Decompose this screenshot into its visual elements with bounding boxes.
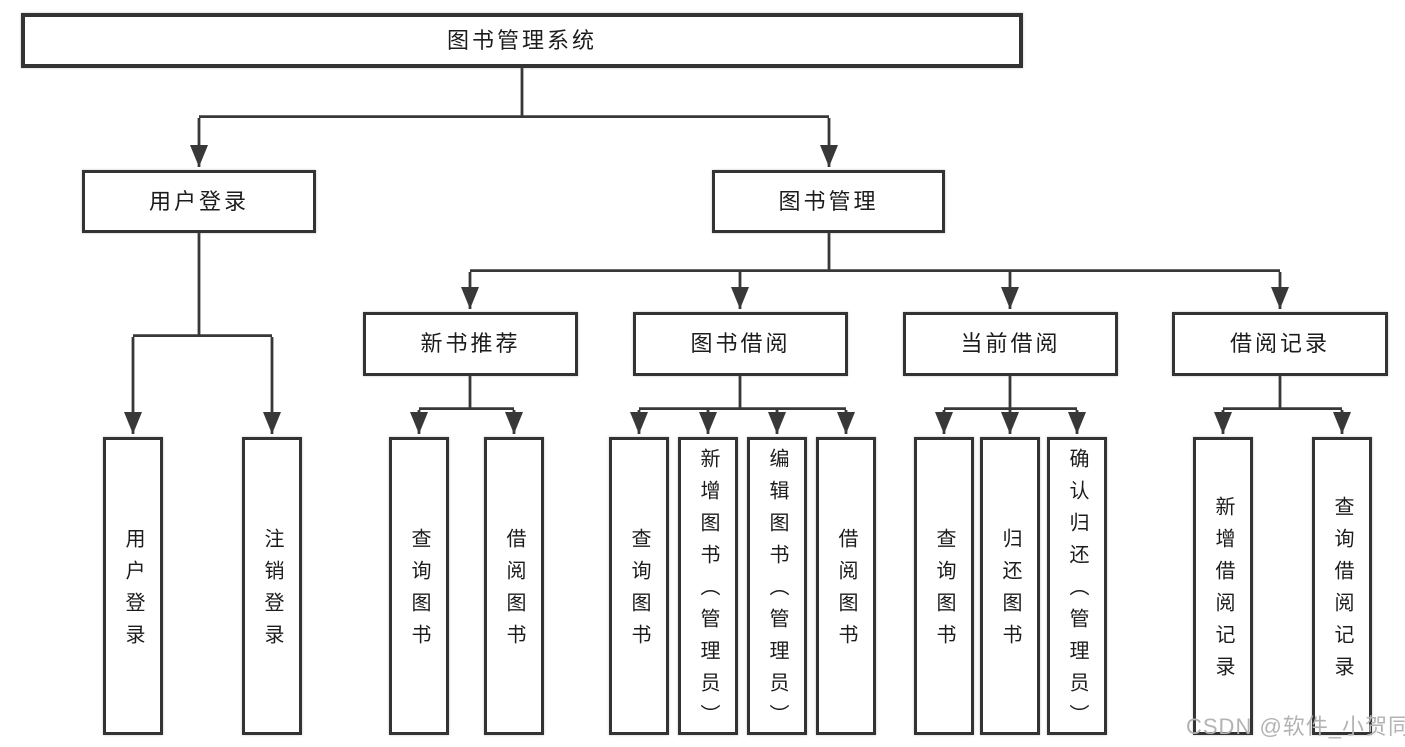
leaf-add-borrow-record-label: 新增借阅记录: [1212, 496, 1234, 688]
leaf-query-books-current-label: 查询图书: [933, 528, 955, 656]
node-root-label: 图书管理系统: [446, 27, 597, 53]
leaf-user-login-label: 用户登录: [122, 528, 144, 656]
leaf-logout-label: 注销登录: [261, 528, 283, 656]
leaf-edit-books-admin: 编辑图书（管理员）: [747, 437, 807, 736]
leaf-borrow-books-recommend-label: 借阅图书: [503, 528, 525, 656]
leaf-borrow-books-recommend: 借阅图书: [484, 437, 544, 735]
node-book-borrowing-label: 图书借阅: [690, 331, 791, 356]
leaf-user-login: 用户登录: [103, 437, 163, 735]
csdn-watermark: CSDN @软件_小贺同学: [1186, 714, 1405, 739]
leaf-query-books-recommend-label: 查询图书: [408, 528, 430, 656]
leaf-add-books-admin-label: 新增图书（管理员）: [697, 448, 719, 736]
leaf-add-books-admin: 新增图书（管理员）: [678, 437, 738, 736]
leaf-edit-books-admin-label: 编辑图书（管理员）: [766, 448, 788, 736]
leaf-logout: 注销登录: [242, 437, 302, 735]
node-book-borrowing: 图书借阅: [633, 312, 848, 376]
node-borrowing-records-label: 借阅记录: [1229, 331, 1330, 356]
node-user-login-label: 用户登录: [148, 188, 249, 214]
leaf-confirm-return-admin: 确认归还（管理员）: [1047, 437, 1107, 736]
node-user-login: 用户登录: [82, 170, 316, 233]
leaf-query-books-borrowing: 查询图书: [609, 437, 669, 735]
node-book-management-label: 图书管理: [778, 188, 879, 214]
node-new-book-recommend-label: 新书推荐: [420, 331, 521, 356]
node-root-system: 图书管理系统: [21, 13, 1023, 68]
leaf-add-borrow-record: 新增借阅记录: [1193, 437, 1253, 735]
node-new-book-recommend: 新书推荐: [363, 312, 578, 376]
leaf-query-books-current: 查询图书: [914, 437, 974, 735]
node-current-borrowing: 当前借阅: [903, 312, 1118, 376]
node-current-borrowing-label: 当前借阅: [960, 331, 1061, 356]
leaf-borrow-books: 借阅图书: [816, 437, 876, 735]
node-book-management: 图书管理: [712, 170, 945, 233]
leaf-query-borrow-record-label: 查询借阅记录: [1331, 496, 1353, 688]
leaf-borrow-books-label: 借阅图书: [835, 528, 857, 656]
node-borrowing-records: 借阅记录: [1172, 312, 1388, 376]
leaf-query-books-recommend: 查询图书: [389, 437, 449, 735]
leaf-query-borrow-record: 查询借阅记录: [1312, 437, 1372, 735]
leaf-query-books-borrowing-label: 查询图书: [628, 528, 650, 656]
leaf-return-books-label: 归还图书: [999, 528, 1021, 656]
leaf-confirm-return-admin-label: 确认归还（管理员）: [1066, 448, 1088, 736]
leaf-return-books: 归还图书: [980, 437, 1040, 735]
